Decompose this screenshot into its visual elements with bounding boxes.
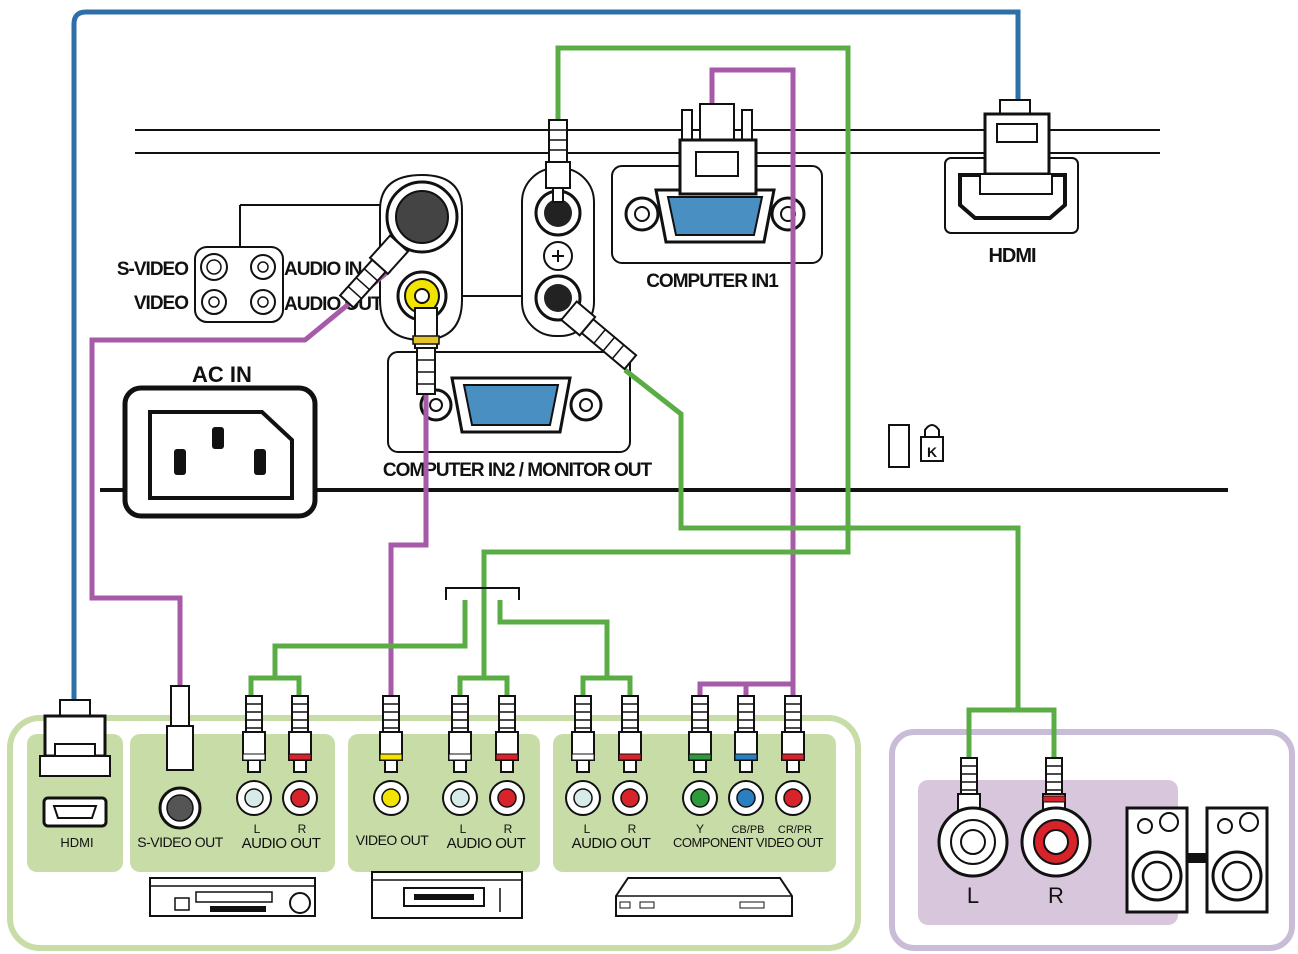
security-lock-icon: K xyxy=(888,424,944,468)
audio-cables xyxy=(248,45,1057,760)
source1-audio-out-label: AUDIO OUT xyxy=(242,835,321,852)
source1-l-label: L xyxy=(254,822,261,836)
component-player-icon xyxy=(615,877,793,917)
audio-out-plug xyxy=(559,300,638,371)
ac-in-label: AC IN xyxy=(192,362,252,387)
hdmi-cable xyxy=(71,9,1021,700)
svg-text:K: K xyxy=(927,444,937,460)
dvd-player-icon xyxy=(149,877,316,917)
video-cables xyxy=(89,67,796,700)
projector-panel: AC IN S-VIDEO VIDEO AUDIO IN AUDIO OUT xyxy=(100,129,1228,519)
source3-r-label: R xyxy=(628,822,637,836)
source1-r-label: R xyxy=(298,822,307,836)
ac-in-socket xyxy=(122,385,318,519)
source2-l-label: L xyxy=(460,822,467,836)
source3-l-label: L xyxy=(584,822,591,836)
svideo-video-jacks xyxy=(379,173,463,342)
component-cb-label: CB/PB xyxy=(731,824,764,836)
speaker-l-label: L xyxy=(967,883,979,908)
speakers-icon xyxy=(1125,806,1269,914)
computer-in1-port xyxy=(611,165,823,264)
video-in-plug xyxy=(412,307,440,395)
source3-audio-out-label: AUDIO OUT xyxy=(572,835,651,852)
source-hdmi-plug xyxy=(39,699,111,828)
speaker-input-jacks xyxy=(937,757,1092,878)
component-video-out-label: COMPONENT VIDEO OUT xyxy=(673,835,823,850)
video-out-label: VIDEO OUT xyxy=(356,832,429,848)
svideo-plug xyxy=(338,234,410,309)
source2-audio-out-label: AUDIO OUT xyxy=(447,835,526,852)
projector-hdmi-label: HDMI xyxy=(988,245,1036,267)
computer-in1-label: COMPUTER IN1 xyxy=(646,271,779,292)
source2-r-label: R xyxy=(504,822,513,836)
svideo-out-jack xyxy=(158,685,202,830)
component-cr-label: CR/PR xyxy=(778,824,812,836)
computer-in1-plug xyxy=(678,103,758,196)
rca-jacks-group-3 xyxy=(565,695,811,816)
audio-out-label: AUDIO OUT xyxy=(284,294,383,315)
svideo-label: S-VIDEO xyxy=(117,259,188,280)
source-hdmi-label: HDMI xyxy=(60,835,93,850)
speaker-r-label: R xyxy=(1048,883,1064,908)
audio-jacks xyxy=(521,167,595,337)
rca-jacks-group-1 xyxy=(236,695,318,816)
video-label: VIDEO xyxy=(134,293,188,314)
audio-in-plug xyxy=(545,119,571,203)
audio-splitter xyxy=(445,587,520,600)
svideo-legend xyxy=(194,204,385,323)
svideo-out-label: S-VIDEO OUT xyxy=(137,834,223,850)
audio-in-label: AUDIO IN xyxy=(284,259,362,280)
rca-jacks-group-2 xyxy=(373,695,525,816)
vcr-icon xyxy=(371,871,523,919)
component-y-label: Y xyxy=(696,822,704,836)
computer-in2-label: COMPUTER IN2 / MONITOR OUT xyxy=(383,460,653,481)
projector-hdmi-plug xyxy=(979,99,1053,195)
